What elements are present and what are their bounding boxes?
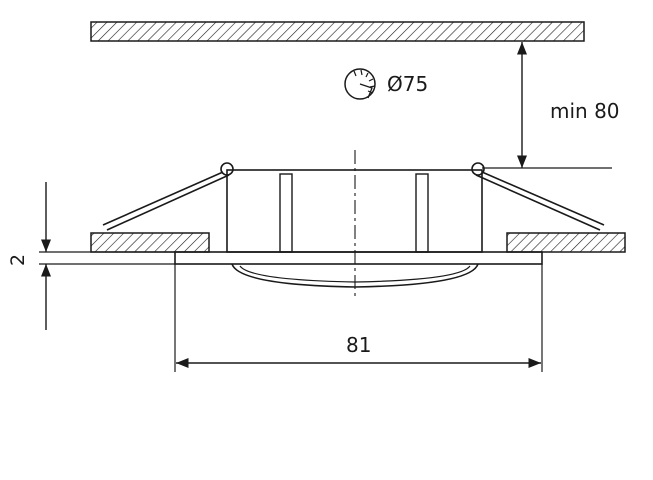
spring-clip-right bbox=[471, 162, 605, 231]
cutout-diameter-label: Ø75 bbox=[387, 72, 428, 96]
min-clearance-label: min 80 bbox=[550, 99, 620, 123]
bezel-thickness-dimension bbox=[39, 182, 175, 330]
bezel-thickness-label: 2 bbox=[7, 254, 29, 266]
lamp-body-slot-right bbox=[415, 173, 429, 253]
ceiling-board-right bbox=[506, 232, 626, 253]
lamp-body-slot-left bbox=[279, 173, 293, 253]
upper-slab bbox=[90, 21, 585, 42]
min-clearance-dimension bbox=[482, 42, 612, 169]
spring-clip-left bbox=[102, 162, 234, 231]
ceiling-board-left bbox=[90, 232, 210, 253]
outer-diameter-dimension bbox=[174, 264, 543, 372]
bezel-ring bbox=[174, 251, 543, 265]
outer-diameter-label: 81 bbox=[346, 333, 371, 357]
hole-saw-icon bbox=[344, 68, 376, 100]
